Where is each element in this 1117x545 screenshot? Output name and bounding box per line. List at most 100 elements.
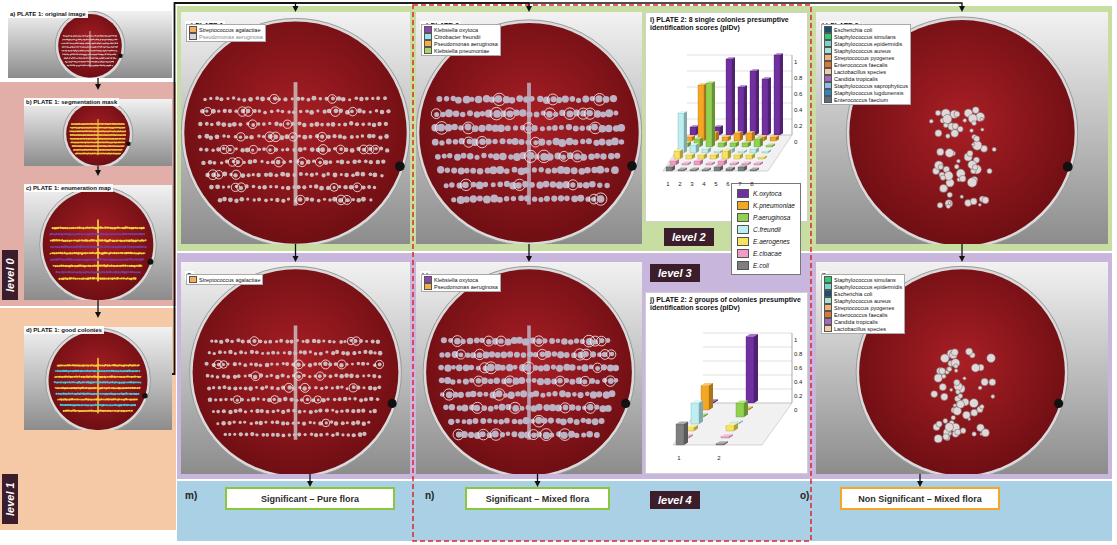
colony: [105, 149, 106, 150]
colony: [96, 135, 97, 136]
colony: [112, 39, 113, 40]
colony: [115, 365, 117, 367]
colony: [82, 381, 84, 383]
colony: [59, 272, 61, 274]
colony-ring: [271, 132, 281, 142]
colony: [101, 50, 102, 51]
colony: [70, 258, 72, 260]
colony: [117, 226, 119, 228]
colony: [264, 173, 268, 177]
colony: [268, 122, 271, 125]
colony: [116, 388, 117, 389]
colony: [285, 172, 290, 177]
colony: [112, 65, 113, 66]
colony: [73, 142, 74, 143]
streak-line: [55, 376, 141, 378]
colony: [76, 50, 77, 51]
colony: [99, 138, 100, 139]
colony: [91, 46, 92, 47]
colony: [323, 110, 327, 114]
colony: [281, 110, 285, 114]
colony: [329, 160, 333, 164]
colony: [256, 96, 260, 100]
colony: [281, 148, 284, 151]
colony: [110, 130, 111, 131]
colony: [118, 131, 119, 132]
colony: [88, 50, 89, 51]
colony: [113, 153, 114, 154]
colony: [364, 159, 368, 163]
colony: [376, 160, 380, 164]
colony: [73, 227, 75, 229]
colony: [88, 271, 90, 273]
colony: [91, 142, 92, 143]
colony: [54, 376, 56, 378]
colony: [119, 271, 121, 273]
colony: [84, 365, 86, 367]
photo-background: [181, 12, 410, 244]
colony: [94, 131, 95, 132]
colony: [99, 258, 101, 260]
colony: [59, 265, 61, 267]
colony: [63, 404, 65, 406]
colony: [119, 245, 121, 247]
colony: [113, 265, 115, 267]
colony: [102, 65, 103, 66]
colony: [111, 227, 113, 229]
colony: [108, 153, 110, 155]
colony: [74, 142, 76, 144]
colony: [78, 239, 80, 241]
colony: [123, 370, 124, 371]
colony: [376, 96, 380, 100]
colony: [106, 50, 107, 51]
colony: [140, 376, 141, 377]
colony: [86, 259, 88, 261]
colony: [241, 109, 246, 114]
colony: [129, 227, 131, 229]
colony: [87, 153, 88, 154]
colony: [86, 138, 87, 139]
colony: [350, 110, 354, 114]
colony: [122, 142, 123, 143]
colony: [110, 127, 112, 129]
colony: [236, 160, 240, 164]
colony: [95, 265, 97, 267]
colony: [87, 277, 89, 279]
colony: [83, 124, 84, 125]
colony: [112, 131, 113, 132]
colony: [109, 149, 110, 150]
colony: [106, 127, 107, 128]
colony: [94, 35, 95, 36]
colony: [318, 161, 322, 165]
colony: [50, 246, 52, 248]
colony: [257, 122, 261, 126]
colony: [339, 109, 343, 113]
colony: [87, 61, 88, 62]
colony: [62, 370, 64, 372]
colony: [68, 35, 69, 36]
colony: [55, 393, 57, 395]
colony: [81, 370, 83, 372]
colony: [143, 240, 145, 242]
photo-background: [24, 99, 172, 166]
colony: [85, 370, 87, 372]
colony: [65, 50, 66, 51]
colony: [88, 153, 89, 154]
colony: [113, 42, 114, 43]
colony: [291, 135, 295, 139]
colony: [56, 387, 58, 389]
colony: [91, 233, 93, 235]
colony: [66, 61, 67, 62]
colony: [70, 410, 72, 412]
colony: [117, 265, 119, 267]
colony: [72, 265, 74, 267]
colony: [66, 393, 68, 395]
colony: [65, 404, 67, 406]
colony: [96, 240, 98, 242]
colony: [113, 127, 114, 128]
colony: [127, 387, 129, 389]
colony: [130, 246, 132, 248]
colony: [92, 134, 93, 135]
colony: [94, 381, 96, 383]
colony: [100, 145, 101, 146]
